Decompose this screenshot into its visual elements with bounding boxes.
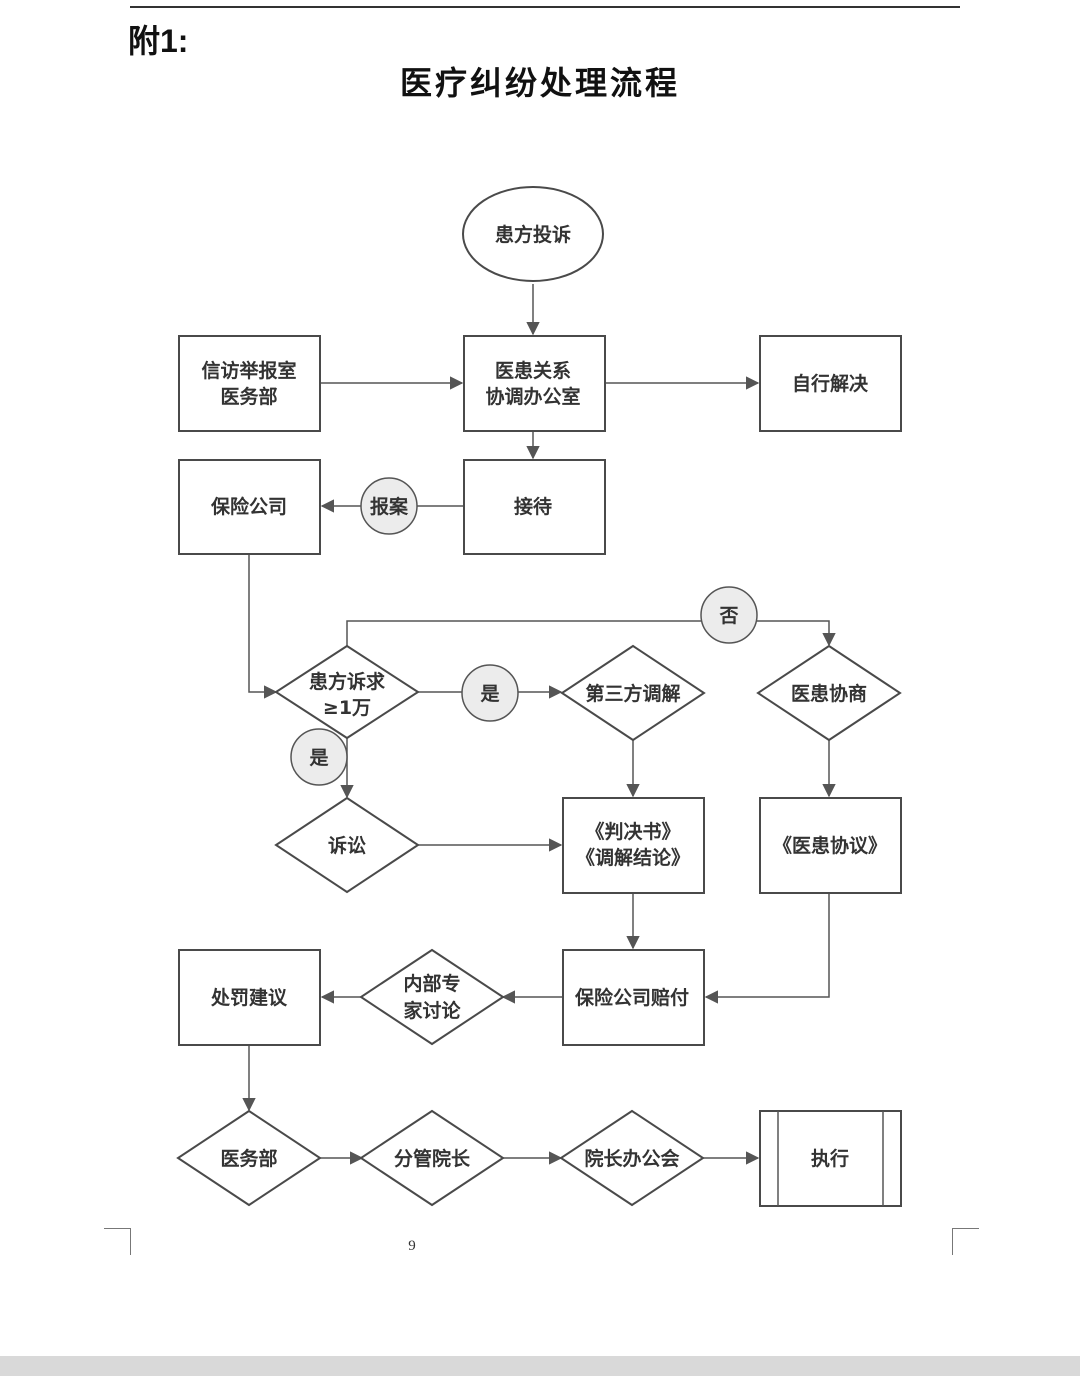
node-expert-discussion: 内部专 家讨论 bbox=[359, 948, 505, 1046]
svg-text:《判决书》: 《判决书》 bbox=[585, 820, 680, 843]
label-yes-right: 是 bbox=[461, 664, 519, 722]
node-doctor-patient-negotiation: 医患协商 bbox=[756, 644, 902, 742]
svg-text:内部专: 内部专 bbox=[403, 972, 460, 995]
svg-text:患方诉求: 患方诉求 bbox=[309, 670, 386, 693]
arrow-decision-no-to-negotiation bbox=[346, 620, 836, 647]
svg-text:报案: 报案 bbox=[370, 495, 409, 518]
svg-text:保险公司赔付: 保险公司赔付 bbox=[574, 986, 689, 1009]
svg-text:家讨论: 家讨论 bbox=[403, 999, 461, 1022]
attachment-label: 附1: bbox=[128, 23, 189, 59]
svg-text:分管院长: 分管院长 bbox=[394, 1147, 471, 1170]
node-vice-president: 分管院长 bbox=[359, 1109, 505, 1207]
svg-text:院长办公会: 院长办公会 bbox=[584, 1147, 679, 1170]
svg-text:执行: 执行 bbox=[811, 1147, 849, 1170]
svg-text:是: 是 bbox=[480, 683, 499, 705]
node-president-meeting: 院长办公会 bbox=[559, 1109, 705, 1207]
node-reception: 接待 bbox=[463, 459, 606, 555]
arrow-insurance-to-decision bbox=[248, 555, 278, 699]
node-self-resolve: 自行解决 bbox=[759, 335, 902, 432]
svg-text:《医患协议》: 《医患协议》 bbox=[773, 834, 887, 857]
svg-text:诉讼: 诉讼 bbox=[328, 834, 366, 857]
header-rule bbox=[130, 0, 960, 8]
svg-text:接待: 接待 bbox=[514, 495, 552, 518]
svg-text:处罚建议: 处罚建议 bbox=[210, 986, 288, 1009]
label-no: 否 bbox=[700, 586, 758, 644]
svg-text:协调办公室: 协调办公室 bbox=[485, 385, 580, 408]
node-execute: 执行 bbox=[759, 1110, 902, 1207]
node-petition-office: 信访举报室 医务部 bbox=[178, 335, 321, 432]
node-insurance-payment: 保险公司赔付 bbox=[562, 949, 705, 1046]
node-judgment: 《判决书》 《调解结论》 bbox=[562, 797, 705, 894]
bottom-bar bbox=[0, 1356, 1080, 1376]
node-claim-decision: 患方诉求 ≥1万 bbox=[274, 644, 420, 740]
svg-text:第三方调解: 第三方调解 bbox=[585, 682, 680, 705]
label-yes-down: 是 bbox=[290, 728, 348, 786]
svg-text:是: 是 bbox=[309, 747, 328, 769]
node-medical-affairs: 医务部 bbox=[176, 1109, 322, 1207]
node-doctor-patient-agreement: 《医患协议》 bbox=[759, 797, 902, 894]
svg-text:《调解结论》: 《调解结论》 bbox=[576, 846, 690, 869]
svg-text:否: 否 bbox=[718, 605, 738, 627]
svg-text:医患关系: 医患关系 bbox=[495, 359, 571, 382]
label-report-case: 报案 bbox=[360, 477, 418, 535]
svg-text:医务部: 医务部 bbox=[220, 1147, 277, 1170]
crop-mark-left bbox=[104, 1228, 131, 1255]
svg-text:患方投诉: 患方投诉 bbox=[495, 223, 571, 246]
node-insurance-company: 保险公司 bbox=[178, 459, 321, 555]
page-title: 医疗纠纷处理流程 bbox=[399, 64, 680, 102]
node-coordination-office: 医患关系 协调办公室 bbox=[463, 335, 606, 432]
svg-text:≥1万: ≥1万 bbox=[323, 697, 371, 719]
page-number: 9 bbox=[408, 1238, 416, 1254]
node-litigation: 诉讼 bbox=[274, 796, 420, 894]
svg-text:医务部: 医务部 bbox=[220, 385, 277, 408]
svg-text:保险公司: 保险公司 bbox=[210, 495, 287, 518]
node-third-party-mediation: 第三方调解 bbox=[560, 644, 706, 742]
svg-text:自行解决: 自行解决 bbox=[792, 372, 869, 395]
arrow-agreement-to-payment bbox=[704, 893, 830, 1004]
node-patient-complaint: 患方投诉 bbox=[462, 186, 604, 282]
svg-text:信访举报室: 信访举报室 bbox=[201, 359, 296, 382]
svg-text:医患协商: 医患协商 bbox=[791, 682, 867, 705]
node-penalty-suggestion: 处罚建议 bbox=[178, 949, 321, 1046]
crop-mark-right bbox=[952, 1228, 979, 1255]
